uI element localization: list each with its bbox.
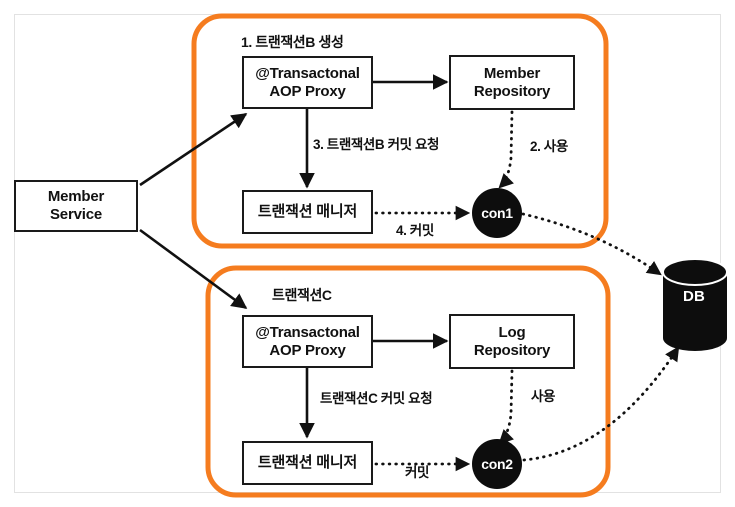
- edge-member-repository-to-con1: [498, 110, 514, 189]
- node-transaction-manager-c[interactable]: 트랜잭션 매니저: [242, 441, 373, 485]
- node-aop-proxy-c-line1: @Transactonal: [255, 323, 360, 341]
- database-cylinder: [662, 258, 728, 351]
- database-label: DB: [683, 288, 706, 305]
- edge-log-repository-to-con2: [498, 369, 514, 445]
- connection-con1-label: con1: [481, 205, 513, 221]
- connection-con2[interactable]: con2: [472, 439, 522, 489]
- node-member-repository-line1: Member: [483, 64, 541, 82]
- node-aop-proxy-b[interactable]: @Transactonal AOP Proxy: [242, 56, 373, 109]
- node-aop-proxy-c[interactable]: @Transactonal AOP Proxy: [242, 315, 373, 368]
- connection-con1[interactable]: con1: [472, 188, 522, 238]
- connection-con2-label: con2: [481, 456, 513, 472]
- node-log-repository[interactable]: Log Repository: [449, 314, 575, 369]
- node-member-service-line1: Member: [47, 188, 105, 206]
- edge-service-to-proxy-b: [139, 112, 248, 187]
- edge-label-commit-b: 4. 커밋: [396, 223, 434, 238]
- edge-service-to-proxy-c: [139, 228, 248, 310]
- node-aop-proxy-b-line1: @Transactonal: [255, 64, 360, 82]
- node-member-repository-line2: Repository: [473, 82, 551, 100]
- edge-label-commit-request-c: 트랜잭션C 커밋 요청: [320, 391, 433, 406]
- node-aop-proxy-c-line2: AOP Proxy: [269, 341, 346, 359]
- transaction-c-group-title: 트랜잭션C: [272, 287, 332, 303]
- edge-con2-to-db: [522, 346, 680, 462]
- edge-con1-to-db: [521, 212, 662, 276]
- transaction-b-group-frame: [191, 13, 609, 249]
- transaction-b-group-title: 1. 트랜잭션B 생성: [241, 34, 344, 50]
- node-member-service[interactable]: Member Service: [14, 180, 138, 232]
- transaction-c-group-frame: [205, 265, 611, 498]
- node-aop-proxy-b-line2: AOP Proxy: [269, 82, 346, 100]
- node-member-service-line2: Service: [50, 206, 102, 223]
- node-log-repository-line2: Repository: [473, 341, 551, 359]
- node-log-repository-line1: Log: [498, 323, 526, 341]
- node-member-repository[interactable]: Member Repository: [449, 55, 575, 110]
- edge-label-commit-c: 커밋: [405, 465, 430, 480]
- node-transaction-manager-c-label: 트랜잭션 매니저: [257, 454, 358, 472]
- node-transaction-manager-b-label: 트랜잭션 매니저: [257, 203, 358, 221]
- edge-label-use-c: 사용: [531, 389, 556, 404]
- edge-label-use-b: 2. 사용: [530, 139, 568, 154]
- node-transaction-manager-b[interactable]: 트랜잭션 매니저: [242, 190, 373, 234]
- edge-label-commit-request-b: 3. 트랜잭션B 커밋 요청: [313, 137, 440, 152]
